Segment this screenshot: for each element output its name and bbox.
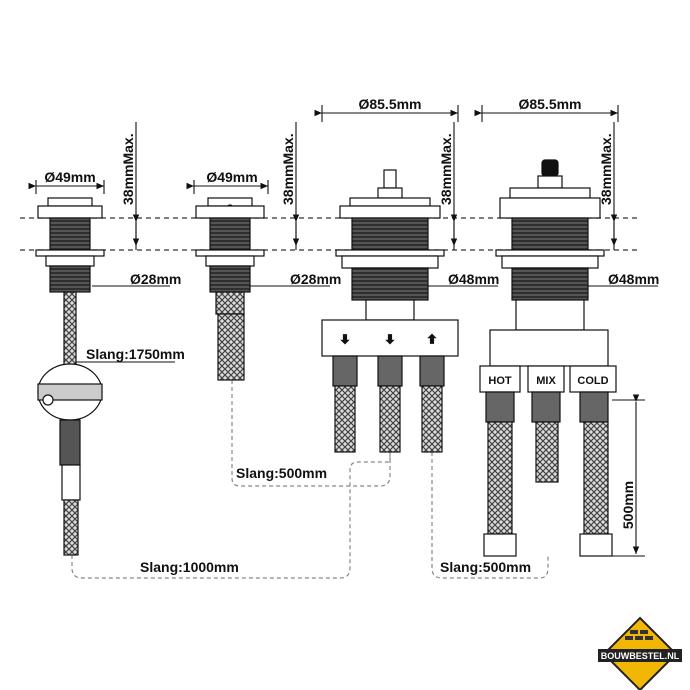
arrow-down-icon: ⇩ [340, 334, 349, 346]
hose-500-label: Slang:500mm [440, 559, 531, 575]
bouwbestel-logo: BOUWBESTEL.NL [598, 616, 682, 690]
hose-1000-label: Slang:1000mm [140, 559, 239, 575]
hose-routes [71, 380, 549, 579]
hose-500-label: Slang:500mm [236, 465, 327, 481]
push-button-valve-2 [195, 197, 265, 381]
mix-port-label: MIX [536, 375, 556, 387]
diameter-28-label: Ø28mm [290, 271, 341, 287]
arrow-down-icon: ⇩ [385, 334, 394, 346]
max-height-label: 38mmMax. [598, 133, 614, 205]
diameter-48-label: Ø48mm [608, 271, 659, 287]
port-labels: HOT MIX COLD [488, 375, 608, 387]
push-button-valve-1 [35, 197, 105, 556]
diameter-48-label: Ø48mm [448, 271, 499, 287]
diameter-28-label: Ø28mm [130, 271, 181, 287]
hose-height-label: 500mm [620, 481, 636, 529]
diameter-85-label: Ø85.5mm [518, 96, 581, 112]
max-height-label: 38mmMax. [438, 133, 454, 205]
dimension-lines [28, 105, 658, 557]
diameter-49-label: Ø49mm [44, 169, 95, 185]
hot-port-label: HOT [488, 375, 512, 387]
max-height-label: 38mmMax. [120, 133, 136, 205]
diameter-85-label: Ø85.5mm [358, 96, 421, 112]
arrow-up-icon: ⇧ [427, 334, 436, 346]
logo-text: BOUWBESTEL.NL [601, 651, 680, 661]
max-height-label: 38mmMax. [280, 133, 296, 205]
dimension-labels: Ø49mm Ø49mm Ø85.5mm Ø85.5mm Ø28mm Ø28mm … [44, 96, 659, 575]
diverter-valve: ⇩ ⇩ ⇧ [321, 169, 459, 453]
mixer-valve [479, 159, 617, 557]
cold-port-label: COLD [577, 375, 608, 387]
diameter-49-label: Ø49mm [206, 169, 257, 185]
hose-1750-label: Slang:1750mm [86, 346, 185, 362]
